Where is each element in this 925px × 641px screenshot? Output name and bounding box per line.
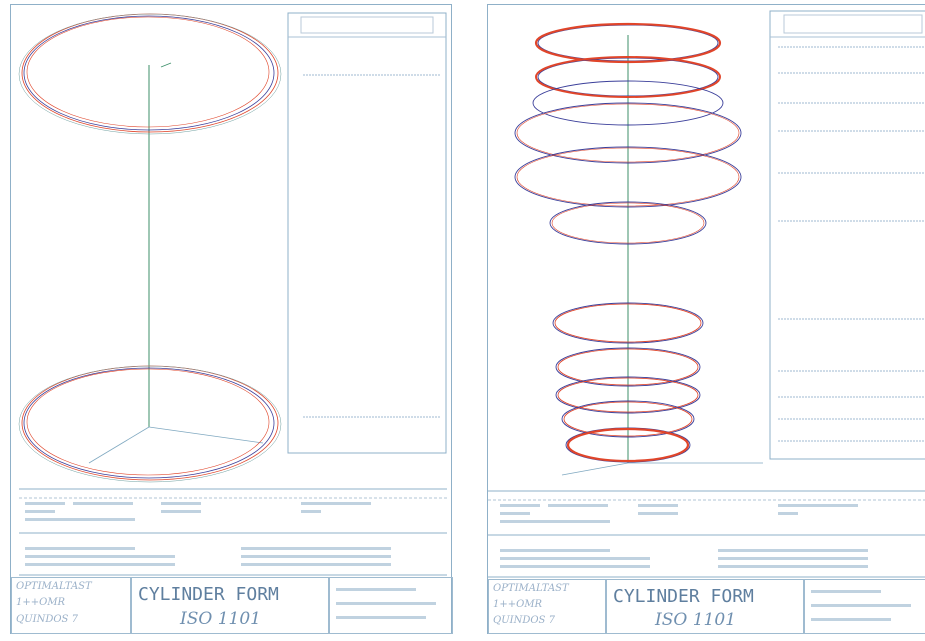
info-field	[500, 557, 650, 560]
ring-measured	[566, 427, 690, 463]
logo-line-1: OPTIMALTAST	[493, 583, 569, 594]
ring-measured	[516, 103, 740, 163]
ring-nominal	[514, 102, 742, 164]
logo-box: OPTIMALTAST 1++OMR QUINDOS 7	[11, 577, 131, 634]
info-field	[301, 510, 321, 513]
logo-box: OPTIMALTAST 1++OMR QUINDOS 7	[488, 579, 606, 634]
results-header-box	[783, 14, 923, 34]
top-nominal-ring	[23, 15, 275, 131]
bottom-nominal-ring	[23, 367, 275, 479]
info-field	[161, 502, 201, 505]
info-field	[500, 504, 540, 507]
top-tolerance-ring	[18, 13, 282, 135]
info-field	[718, 565, 868, 568]
ring-measured	[563, 401, 693, 437]
logo-line-2: 1++OMR	[16, 597, 66, 608]
results-panel	[769, 10, 925, 460]
meta-lines	[811, 590, 911, 621]
report-subtitle: ISO 1101	[655, 610, 736, 630]
ring-nominal	[561, 400, 695, 438]
title-box: CYLINDER FORM ISO 1101	[606, 579, 804, 634]
report-sheet-left: OPTIMALTAST 1++OMR QUINDOS 7 CYLINDER FO…	[10, 4, 453, 634]
top-measured-ring	[21, 13, 279, 133]
title-box: CYLINDER FORM ISO 1101	[131, 577, 329, 634]
info-field	[500, 520, 610, 523]
ring-nominal	[532, 80, 724, 126]
ring-measured	[516, 147, 740, 207]
report-sheet-right: OPTIMALTAST 1++OMR QUINDOS 7 CYLINDER FO…	[487, 4, 925, 634]
info-field	[241, 555, 391, 558]
logo-line-3: QUINDOS 7	[493, 615, 555, 626]
cylinder-plot-left	[18, 12, 447, 576]
logo-line-1: OPTIMALTAST	[16, 581, 92, 592]
axis-top-marker	[160, 62, 172, 68]
ring-measured	[557, 377, 699, 413]
info-field	[500, 549, 610, 552]
info-field	[25, 555, 175, 558]
info-field	[301, 502, 371, 505]
ring-nominal	[552, 302, 704, 344]
info-field	[638, 504, 678, 507]
info-field	[25, 547, 135, 550]
ring-nominal	[549, 201, 707, 245]
results-header-box	[300, 16, 434, 34]
info-field	[500, 512, 530, 515]
bottom-measured-ring	[26, 368, 270, 476]
cylinder-plot-right	[488, 10, 925, 578]
info-field	[778, 504, 858, 507]
info-field	[241, 547, 391, 550]
logo-line-3: QUINDOS 7	[16, 614, 78, 625]
ring-nominal	[514, 146, 742, 208]
ring-measured	[534, 22, 722, 64]
bottom-tolerance-ring	[18, 365, 282, 483]
info-field	[161, 510, 201, 513]
axis-x	[148, 426, 264, 444]
axis-y	[561, 462, 629, 476]
info-field	[25, 518, 135, 521]
info-field	[25, 502, 65, 505]
ring-measured	[551, 202, 705, 244]
info-field	[718, 557, 868, 560]
info-field	[638, 512, 678, 515]
info-field	[25, 563, 175, 566]
ring-measured	[554, 303, 702, 343]
info-field	[548, 504, 608, 507]
info-field	[500, 565, 650, 568]
report-subtitle: ISO 1101	[180, 609, 261, 629]
meta-lines	[336, 588, 436, 619]
ring-nominal	[555, 376, 701, 414]
ring-measured	[557, 348, 699, 386]
meta-box	[804, 579, 925, 634]
info-field	[778, 512, 798, 515]
info-field	[73, 502, 133, 505]
top-measured-ring	[26, 16, 270, 128]
ring-nominal	[555, 347, 701, 387]
info-field	[718, 549, 868, 552]
report-title: CYLINDER FORM	[613, 586, 754, 607]
bottom-measured-ring	[21, 365, 279, 481]
ring-measured	[535, 56, 721, 98]
meta-box	[329, 577, 453, 634]
info-field	[241, 563, 391, 566]
axis-y	[88, 426, 150, 464]
report-title: CYLINDER FORM	[138, 584, 279, 605]
results-panel	[287, 12, 447, 454]
info-field	[25, 510, 55, 513]
logo-line-2: 1++OMR	[493, 599, 543, 610]
